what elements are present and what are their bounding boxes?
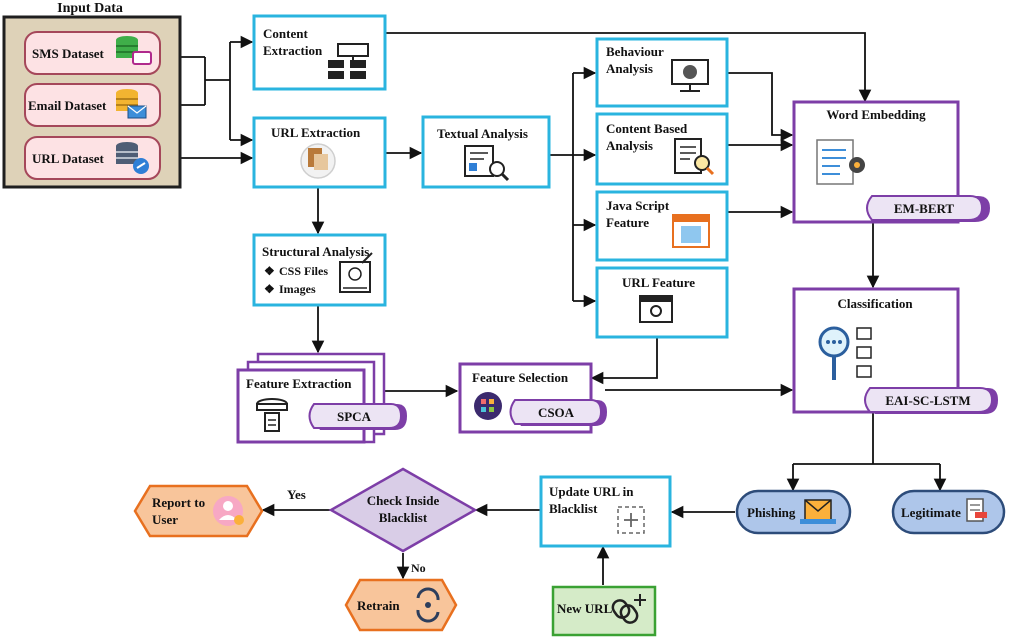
content-based-line1: Content Based (606, 121, 688, 136)
content-extraction-line2: Extraction (263, 43, 323, 58)
database-link-icon (116, 142, 149, 174)
new-link-icon (611, 594, 646, 624)
classification-title: Classification (837, 296, 913, 311)
database-email-icon (116, 89, 147, 119)
new-url-label: New URL (557, 601, 613, 616)
spca-banner: SPCA (308, 403, 407, 430)
input-data-title: Input Data (57, 1, 123, 16)
bullet-diamond-icon: ❖ (264, 264, 275, 278)
content-based-analysis-node: Content Based Analysis (595, 112, 729, 186)
report-to-user-line2: User (152, 512, 178, 527)
retrain-refresh-icon (416, 587, 440, 623)
behaviour-analysis-line1: Behaviour (606, 44, 664, 59)
legitimate-label: Legitimate (901, 505, 961, 520)
structural-bullet-css: CSS Files (279, 264, 328, 278)
url-feature-label: URL Feature (622, 275, 695, 290)
check-blacklist-node: Check Inside Blacklist (328, 467, 478, 553)
legitimate-document-icon (966, 498, 987, 522)
behaviour-analysis-node: Behaviour Analysis (595, 37, 729, 108)
url-extraction-node: URL Extraction (252, 116, 387, 189)
report-to-user-line1: Report to (152, 495, 205, 510)
textual-analysis-node: Textual Analysis (421, 115, 551, 189)
code-window-icon (672, 214, 710, 248)
new-url-node: New URL (551, 585, 657, 637)
check-blacklist-line2: Blacklist (379, 510, 428, 525)
browser-gear-icon (639, 295, 673, 323)
content-extraction-node: Content Extraction (252, 14, 387, 91)
java-script-line2: Feature (606, 215, 649, 230)
phishing-mail-icon (800, 499, 836, 524)
edge-label-yes: Yes (287, 487, 306, 502)
sms-dataset-label: SMS Dataset (32, 46, 105, 61)
phishing-node: Phishing (735, 489, 852, 535)
sms-dataset-node: SMS Dataset (24, 31, 161, 75)
email-dataset-label: Email Dataset (28, 98, 107, 113)
document-settings-icon (816, 139, 865, 185)
input-data-panel: Input Data SMS Dataset Email Dataset (2, 1, 182, 189)
word-embedding-title: Word Embedding (826, 107, 926, 122)
update-url-node: Update URL in Blacklist (539, 475, 672, 548)
csoa-banner: CSOA (509, 399, 607, 426)
behaviour-analysis-line2: Analysis (606, 61, 653, 76)
spca-label: SPCA (337, 409, 372, 424)
eai-sc-lstm-banner: EAI-SC-LSTM (864, 387, 998, 414)
url-dataset-node: URL Dataset (24, 136, 161, 180)
document-link-icon (300, 143, 336, 179)
legitimate-node: Legitimate (891, 489, 1006, 535)
document-search-icon (674, 138, 715, 176)
user-alert-icon (213, 496, 244, 526)
feature-extraction-title: Feature Extraction (246, 376, 352, 391)
update-url-line1: Update URL in (549, 484, 634, 499)
add-plus-icon (617, 506, 645, 534)
retrain-label: Retrain (357, 598, 400, 613)
monitor-brain-icon (671, 59, 709, 92)
connectors (180, 32, 947, 585)
text-search-icon (464, 145, 510, 182)
structural-analysis-title: Structural Analysis (262, 244, 369, 259)
update-url-line2: Blacklist (549, 501, 598, 516)
word-embedding-node: Word Embedding EM-BERT (792, 100, 990, 224)
check-blacklist-line1: Check Inside (367, 493, 440, 508)
content-extraction-line1: Content (263, 26, 308, 41)
feature-selection-node: Feature Selection CSOA (458, 362, 607, 434)
classification-node: Classification EAI-SC-LSTM (792, 287, 998, 414)
feature-selection-title: Feature Selection (472, 370, 569, 385)
feature-extraction-node: Feature Extraction SPCA (236, 352, 407, 444)
email-dataset-node: Email Dataset (24, 83, 161, 127)
bullet-diamond-icon: ❖ (264, 282, 275, 296)
url-extraction-label: URL Extraction (271, 125, 361, 140)
content-based-line2: Analysis (606, 138, 653, 153)
em-bert-label: EM-BERT (894, 201, 955, 216)
csoa-label: CSOA (538, 405, 575, 420)
java-script-feature-node: Java Script Feature (595, 190, 729, 262)
eai-sc-lstm-label: EAI-SC-LSTM (885, 393, 970, 408)
search-list-icon (818, 326, 872, 380)
edge-label-no: No (411, 561, 426, 575)
textual-analysis-label: Textual Analysis (437, 126, 528, 141)
em-bert-banner: EM-BERT (866, 195, 990, 222)
report-to-user-node: Report to User (133, 484, 264, 538)
url-dataset-label: URL Dataset (32, 151, 105, 166)
phishing-label: Phishing (747, 505, 796, 520)
server-extraction-icon (328, 43, 369, 79)
structural-bullet-images: Images (279, 282, 316, 296)
java-script-line1: Java Script (606, 198, 670, 213)
data-filter-icon (256, 398, 288, 432)
url-feature-node: URL Feature (595, 266, 729, 339)
feature-grid-icon (474, 392, 502, 420)
structural-analysis-node: Structural Analysis ❖ CSS Files ❖ Images (252, 233, 387, 307)
database-message-icon (116, 36, 152, 65)
retrain-node: Retrain (344, 578, 458, 632)
structure-blueprint-icon (339, 252, 373, 293)
